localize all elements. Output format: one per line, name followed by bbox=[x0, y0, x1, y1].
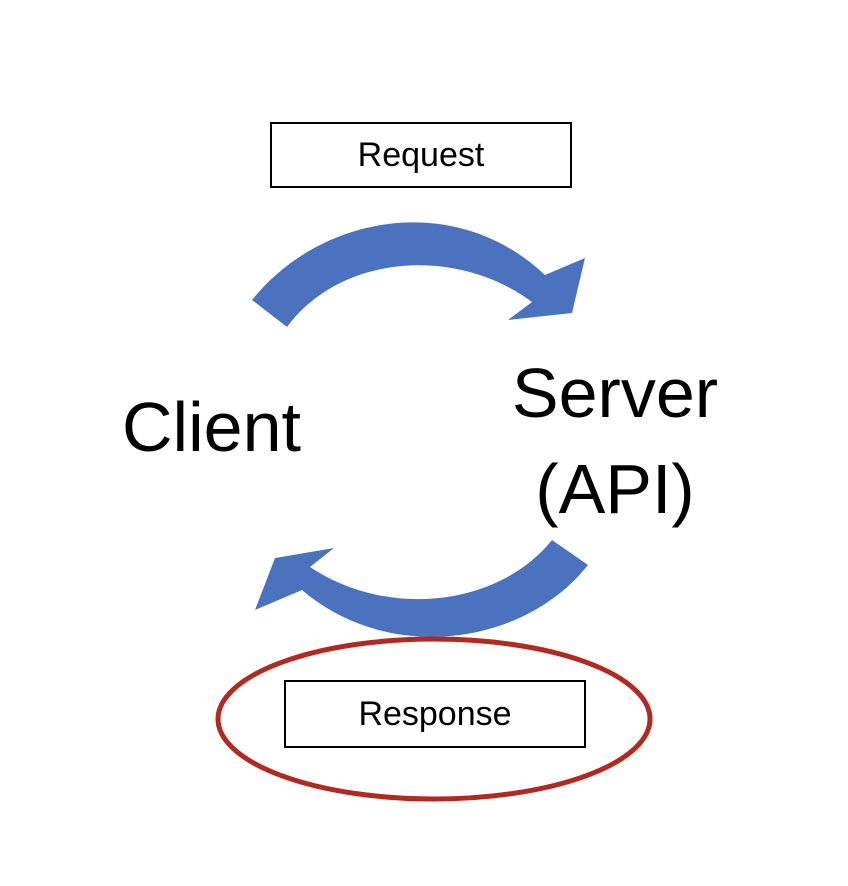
client-label: Client bbox=[122, 388, 301, 466]
request-label-box: Request bbox=[270, 122, 572, 188]
server-label-line2: (API) bbox=[535, 450, 695, 528]
highlight-ellipse bbox=[215, 636, 653, 802]
server-label: Server (API) bbox=[490, 345, 740, 537]
server-label-line1: Server bbox=[511, 354, 719, 432]
request-label: Request bbox=[357, 135, 485, 174]
request-arrow bbox=[252, 222, 585, 327]
response-arrow bbox=[255, 540, 588, 637]
response-label: Response bbox=[358, 694, 512, 733]
response-label-box: Response bbox=[284, 680, 586, 748]
